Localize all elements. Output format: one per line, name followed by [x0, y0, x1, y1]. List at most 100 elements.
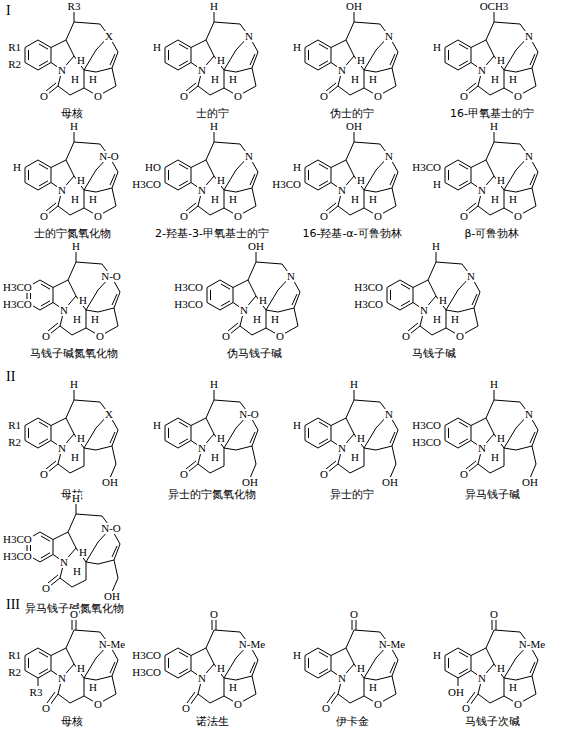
bond-line: [178, 441, 191, 449]
bond-line: [445, 648, 458, 656]
bond-line: [25, 48, 26, 63]
bond-line: [50, 694, 58, 705]
bond-line: [210, 466, 224, 473]
bond-line: [420, 326, 432, 335]
atom-label: H: [216, 433, 226, 444]
bond-line: [224, 448, 236, 450]
bond-line: [179, 652, 188, 657]
bond-line: [318, 160, 331, 168]
atom-label: N-Me: [98, 639, 126, 650]
atom-label: H: [349, 379, 359, 390]
atom-label: O: [455, 331, 465, 342]
bond-line: [458, 40, 471, 48]
bond-line: [40, 303, 53, 311]
bond-line: [224, 448, 225, 466]
bond-line: [445, 63, 458, 71]
bond-line: [112, 546, 117, 557]
atom-label: H: [252, 314, 262, 325]
bond-line: [38, 678, 39, 686]
bond-line: [53, 280, 68, 288]
bond-line: [28, 428, 29, 438]
bond-line: [230, 326, 240, 334]
bond-line: [214, 142, 240, 144]
atom-label: N-Me: [378, 639, 406, 650]
bond-line: [530, 174, 535, 185]
atom-label: O: [459, 211, 469, 222]
bond-line: [25, 648, 38, 656]
atom-label: H: [152, 42, 162, 53]
bond-line: [86, 310, 87, 328]
atom-label: N: [337, 65, 347, 76]
bond-line: [401, 284, 410, 289]
bond-line: [471, 648, 486, 656]
bond-line: [432, 328, 446, 335]
bond-line: [68, 280, 76, 296]
atom-label: OH: [447, 687, 465, 698]
compound-name: 伪士的宁: [330, 108, 374, 119]
bond-line: [428, 280, 436, 296]
bond-line: [250, 432, 255, 443]
bond-line: [504, 190, 505, 208]
bond-line: [110, 174, 115, 185]
atom-label: O: [39, 469, 49, 480]
bond-line: [319, 164, 328, 169]
bond-line: [28, 658, 29, 668]
bond-line: [38, 671, 51, 679]
bond-line: [68, 514, 76, 532]
bond-line: [471, 426, 472, 441]
atom-label: N: [57, 65, 67, 76]
atom-label: HO: [144, 162, 162, 173]
bond-line: [165, 48, 166, 63]
bond-line: [448, 170, 449, 180]
bond-line: [331, 426, 332, 441]
bond-line: [494, 389, 495, 400]
atom-label: H: [508, 74, 518, 85]
atom-label: H: [216, 175, 226, 186]
atom-label: R1: [7, 42, 22, 53]
atom-label: O: [513, 211, 523, 222]
bond-line: [207, 288, 208, 303]
bond-line: [210, 208, 224, 215]
bond-line: [387, 288, 388, 303]
bond-line: [84, 190, 85, 208]
bond-line: [224, 678, 236, 680]
bond-line: [446, 310, 447, 328]
atom-label: H3CO: [411, 162, 442, 173]
bond-line: [236, 676, 252, 680]
atom-label: R3: [29, 687, 44, 698]
atom-label: O: [489, 609, 499, 620]
bond-line: [38, 441, 51, 449]
atom-label: R1: [7, 420, 22, 431]
bond-line: [472, 294, 477, 305]
bond-line: [66, 648, 74, 664]
bond-line: [206, 418, 214, 434]
bond-line: [214, 400, 240, 402]
atom-label: H: [69, 379, 79, 390]
bond-line: [486, 160, 494, 176]
bond-line: [51, 648, 66, 656]
atom-label: H: [88, 194, 98, 205]
atom-label: N: [477, 65, 487, 76]
bond-line: [486, 40, 494, 56]
bond-line: [76, 514, 102, 516]
bond-line: [84, 190, 96, 192]
bond-line: [308, 170, 309, 180]
bond-line: [206, 142, 214, 160]
atom-label: H: [76, 175, 86, 186]
bond-line: [178, 183, 191, 191]
bond-line: [214, 11, 215, 22]
bond-line: [51, 426, 52, 441]
atom-label: O: [181, 703, 191, 714]
atom-label: N: [384, 151, 394, 162]
atom-label: H: [210, 194, 220, 205]
bond-line: [25, 160, 38, 168]
atom-label: H3CO: [2, 299, 33, 310]
bond-line: [248, 262, 256, 280]
bond-line: [364, 448, 376, 450]
atom-label: O: [275, 331, 285, 342]
bond-line: [53, 288, 54, 303]
atom-label: H3CO: [173, 299, 204, 310]
bond-line: [206, 630, 214, 648]
atom-label: H: [489, 121, 499, 132]
atom-label: O: [513, 91, 523, 102]
